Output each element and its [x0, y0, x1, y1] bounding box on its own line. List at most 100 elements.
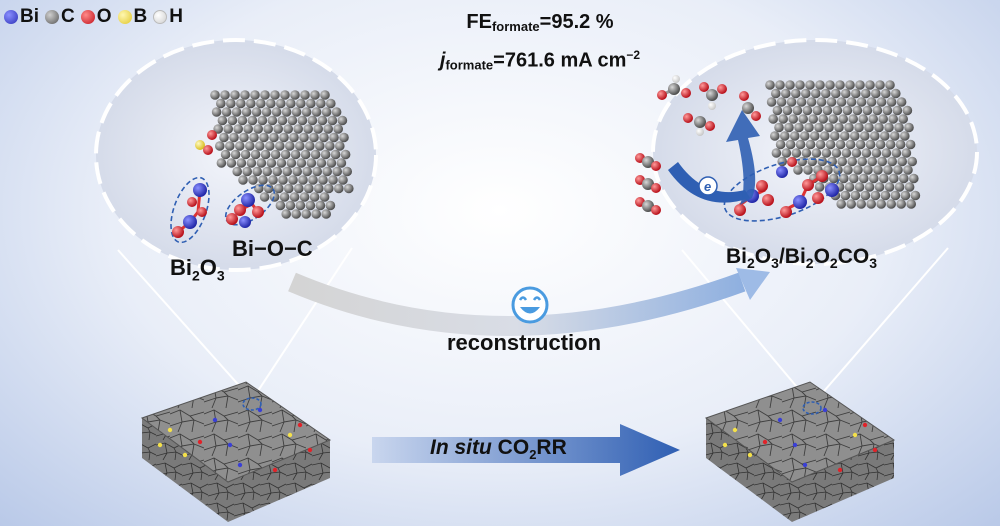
carbon-atom [876, 199, 886, 209]
carbon-atom [788, 114, 798, 124]
carbon-atom [793, 165, 803, 175]
carbon-atom [270, 149, 281, 160]
carbon-atom [840, 190, 851, 201]
carbon-atom [210, 90, 220, 100]
carbon-atom [251, 107, 262, 117]
carbon-atom [215, 141, 225, 151]
carbon-atom [844, 182, 855, 192]
carbon-atom [849, 173, 859, 184]
carbon-atom [305, 200, 316, 211]
carbon-atom [290, 149, 301, 160]
carbon-atom [854, 182, 865, 192]
carbon-atom [858, 114, 868, 124]
carbon-atom [300, 90, 310, 100]
carbon-atom [338, 175, 348, 185]
carbon-atom [306, 158, 317, 168]
carbon-atom [860, 131, 870, 141]
carbon-atom [795, 139, 806, 150]
carbon-atom [305, 141, 315, 151]
dopant-dot [732, 427, 738, 433]
carbon-atom [810, 131, 820, 141]
carbon-atom [288, 175, 298, 185]
carbon-atom [893, 165, 903, 175]
carbon-atom [803, 165, 813, 175]
carbon-atom [834, 122, 844, 133]
carbon-atom [220, 90, 230, 100]
dopant-dot [257, 407, 263, 413]
carbon-atom [797, 156, 807, 167]
carbon-atom [909, 173, 919, 184]
carbon-atom [796, 97, 807, 107]
carbon-atom [266, 98, 276, 109]
carbon-atom [801, 148, 812, 158]
legend-c: C [45, 6, 75, 28]
carbon-atom [240, 90, 250, 100]
carbon-atom [885, 139, 896, 150]
carbon-atom [250, 149, 261, 160]
carbon-atom [804, 122, 814, 133]
carbon-atom [880, 190, 891, 201]
carbon-atom [807, 156, 817, 167]
carbon-atom [890, 190, 901, 201]
carbon-atom [878, 114, 888, 124]
carbon-atom [905, 139, 916, 150]
carbon-atom [851, 88, 861, 99]
carbon-atom [900, 131, 910, 141]
dopant-dot [722, 442, 728, 448]
carbon-atom [269, 132, 279, 143]
carbon-atom [831, 88, 841, 99]
carbon-atom [882, 105, 893, 116]
carbon-atom [771, 148, 782, 158]
carbon-atom [774, 122, 784, 133]
carbon-atom [230, 149, 241, 160]
dopant-dot [307, 447, 313, 453]
carbon-atom [267, 115, 278, 126]
carbon-atom [770, 131, 780, 141]
carbon-atom [275, 200, 286, 211]
carbon-atom [271, 107, 282, 117]
carbon-atom [815, 80, 825, 90]
bi2o3-label: Bi2O3 [170, 255, 225, 284]
carbon-atom [855, 139, 866, 150]
carbon-atom [784, 122, 794, 133]
carbon-atom [892, 105, 903, 116]
carbon-atom [790, 131, 800, 141]
left-bi2o3-cluster [170, 130, 276, 244]
carbon-atom [295, 200, 306, 211]
carbon-atom [815, 139, 826, 150]
carbon-atom [830, 131, 840, 141]
carbon-atom [838, 114, 848, 124]
carbon-atom [270, 90, 280, 100]
carbon-atom [240, 149, 251, 160]
dopant-dot [287, 432, 293, 438]
carbon-atom [864, 182, 875, 192]
carbon-atom [247, 115, 258, 126]
dopant-dot [212, 417, 218, 423]
carbon-atom [255, 98, 266, 109]
carbon-atom [894, 122, 904, 133]
carbon-atom [321, 107, 332, 117]
carbon-atom [278, 175, 288, 185]
carbon-atom [814, 122, 824, 133]
carbon-atom [249, 132, 259, 143]
bi-atom-icon [4, 10, 18, 24]
carbon-atom [824, 122, 834, 133]
carbon-atom [777, 156, 787, 167]
carbon-atom [827, 156, 837, 167]
carbon-atom [868, 114, 878, 124]
carbon-atom [811, 88, 821, 99]
carbon-atom [897, 156, 907, 167]
carbon-atom [232, 166, 242, 177]
carbon-atom [241, 107, 252, 117]
carbon-atom [881, 88, 891, 99]
carbon-atom [239, 132, 249, 143]
carbon-atom [325, 200, 336, 211]
carbon-atom [855, 80, 865, 90]
carbon-atom [884, 182, 895, 192]
carbon-atom [301, 209, 312, 219]
carbon-atom [886, 199, 896, 209]
carbon-atom [825, 139, 836, 150]
legend-o: O [80, 6, 112, 28]
carbon-atom [881, 148, 892, 158]
carbon-atom [300, 149, 311, 160]
